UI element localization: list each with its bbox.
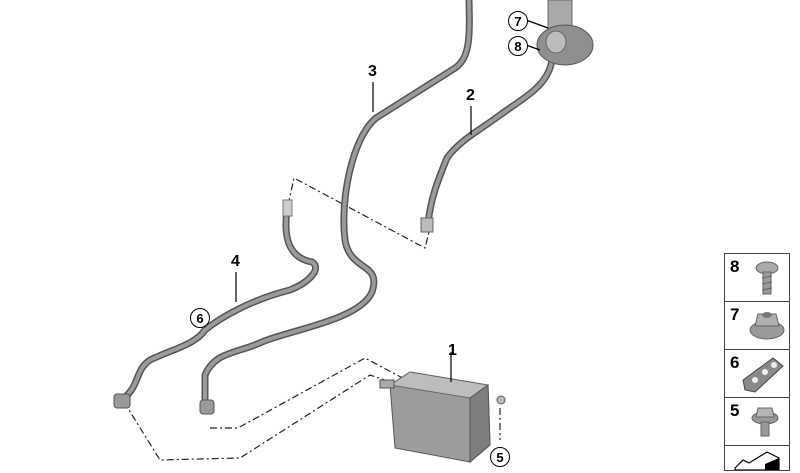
leader-lines [235, 82, 472, 302]
legend-item-5[interactable]: 5 [724, 397, 790, 446]
parts-legend: 8 7 6 5 [724, 253, 790, 471]
pump-assembly [525, 0, 594, 66]
screw-icon [755, 261, 779, 295]
hose-4 [113, 199, 319, 415]
hose-clip-icon [742, 357, 784, 393]
bolt-icon [751, 407, 779, 437]
callout-7: 7 [508, 11, 528, 31]
callout-2: 2 [466, 87, 475, 104]
callout-1: 1 [448, 342, 457, 359]
nut-icon [749, 312, 785, 340]
dash-lines [123, 177, 501, 461]
canister-part-1 [379, 352, 506, 464]
legend-item-catalog[interactable] [724, 445, 790, 471]
callout-8: 8 [508, 36, 528, 56]
callout-4: 4 [231, 253, 240, 270]
legend-item-8[interactable]: 8 [724, 253, 790, 302]
legend-item-7[interactable]: 7 [724, 301, 790, 350]
catalog-arrow-icon [734, 451, 780, 470]
callout-6: 6 [190, 308, 210, 328]
callout-5: 5 [490, 447, 510, 467]
hose-2 [420, 56, 556, 233]
callout-3: 3 [368, 63, 377, 80]
hose-3 [201, 0, 473, 409]
legend-item-6[interactable]: 6 [724, 349, 790, 398]
